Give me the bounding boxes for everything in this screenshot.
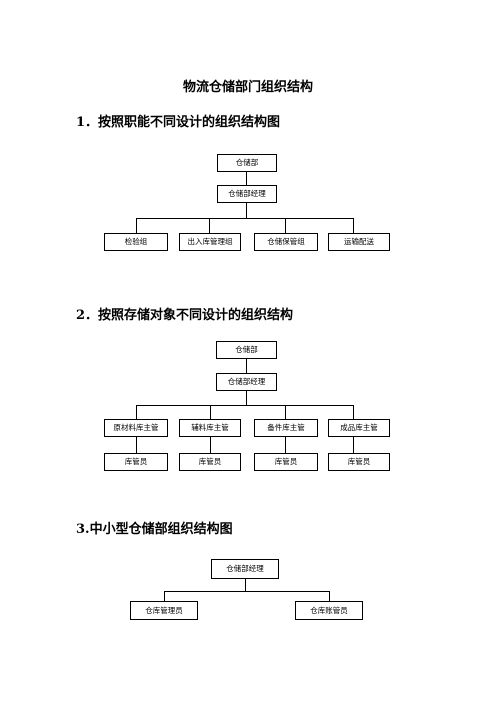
connector bbox=[285, 218, 286, 233]
connector bbox=[285, 437, 286, 453]
connector bbox=[353, 437, 354, 453]
org-node-child: 出入库管理组 bbox=[179, 233, 241, 251]
connector bbox=[245, 579, 246, 591]
connector bbox=[285, 405, 286, 419]
connector bbox=[136, 405, 354, 406]
org-node-child: 成品库主管 bbox=[328, 419, 390, 437]
org-node-top: 仓储部 bbox=[217, 154, 277, 172]
section-1-heading: 1．按照职能不同设计的组织结构图 bbox=[76, 115, 281, 130]
org-node-grandchild: 库管员 bbox=[328, 453, 390, 471]
connector bbox=[353, 405, 354, 419]
org-node-grandchild: 库管员 bbox=[179, 453, 241, 471]
org-node-manager: 仓储部经理 bbox=[216, 373, 277, 391]
org-node-child: 原材料库主管 bbox=[104, 419, 168, 437]
org-node-manager: 仓储部经理 bbox=[211, 559, 279, 579]
connector bbox=[136, 405, 137, 419]
org-node-child: 检验组 bbox=[104, 233, 168, 251]
org-node-manager: 仓储部经理 bbox=[217, 185, 277, 203]
connector bbox=[136, 218, 354, 219]
section-2-heading: 2．按照存储对象不同设计的组织结构 bbox=[76, 308, 294, 323]
org-node-grandchild: 库管员 bbox=[254, 453, 318, 471]
org-node-child: 备件库主管 bbox=[254, 419, 318, 437]
connector bbox=[164, 591, 165, 601]
connector bbox=[246, 203, 247, 218]
section-3-heading: 3.中小型仓储部组织结构图 bbox=[76, 522, 233, 537]
org-node-grandchild: 库管员 bbox=[104, 453, 168, 471]
connector bbox=[329, 591, 330, 601]
org-node-top: 仓储部 bbox=[216, 341, 277, 359]
connector bbox=[246, 172, 247, 185]
connector bbox=[210, 405, 211, 419]
document-title: 物流仓储部门组织结构 bbox=[182, 80, 313, 95]
org-node-child: 辅料库主管 bbox=[179, 419, 241, 437]
connector bbox=[136, 437, 137, 453]
connector bbox=[353, 218, 354, 233]
connector bbox=[209, 218, 210, 233]
org-node-child: 运输配送 bbox=[328, 233, 390, 251]
connector bbox=[136, 218, 137, 233]
org-node-child: 仓库账管员 bbox=[295, 601, 363, 620]
connector bbox=[246, 359, 247, 373]
org-node-child: 仓储保管组 bbox=[254, 233, 318, 251]
connector bbox=[246, 391, 247, 405]
connector bbox=[164, 591, 330, 592]
org-node-child: 仓库管理员 bbox=[130, 601, 198, 620]
connector bbox=[210, 437, 211, 453]
